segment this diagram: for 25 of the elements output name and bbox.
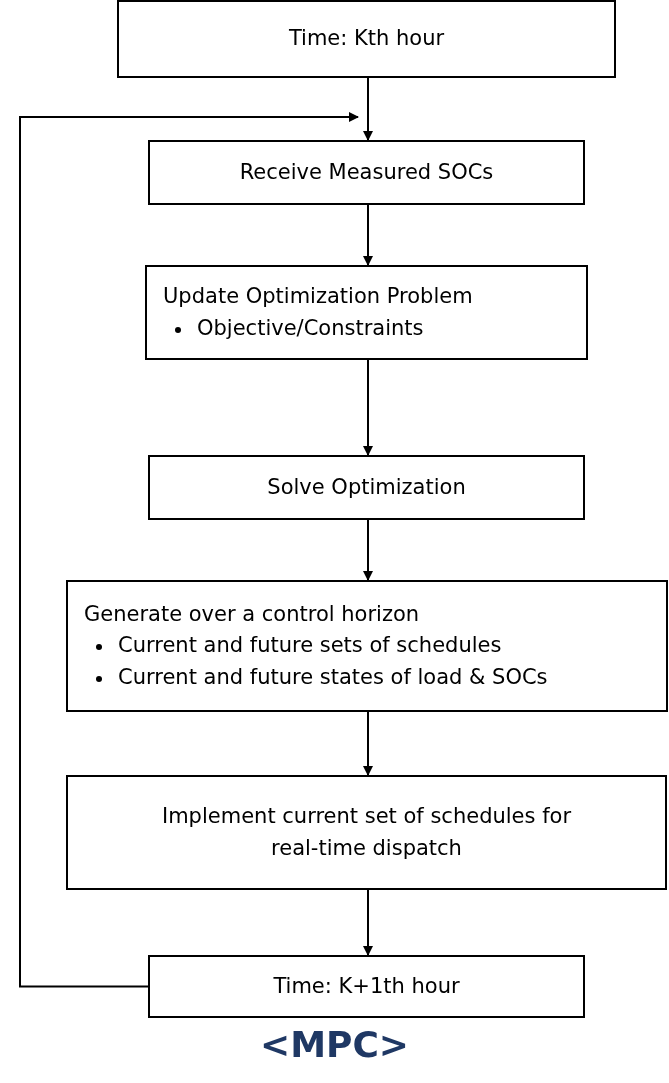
- box-text: Receive Measured SOCs: [239, 158, 494, 186]
- caption: <MPC>: [259, 1024, 410, 1065]
- arrow: [363, 359, 373, 456]
- process-box: [148, 955, 585, 1018]
- arrow: [363, 77, 373, 141]
- process-box: [66, 775, 667, 890]
- process-box: [145, 265, 588, 360]
- process-box: [148, 455, 585, 520]
- box-text: Time: K+1th hour: [273, 972, 460, 1000]
- box-text: Time: Kth hour: [288, 25, 445, 53]
- arrow: [363, 711, 373, 776]
- bullet-text: Objective/Constraints: [197, 315, 424, 340]
- process-box: [117, 0, 616, 78]
- process-box: [66, 580, 668, 712]
- box-text: Implement current set of schedules for real-time dispatch: [160, 803, 573, 862]
- arrow: [19, 112, 359, 988]
- bullet-text: Current and future states of load & SOCs: [118, 664, 548, 689]
- arrow: [363, 889, 373, 956]
- box-text: Update Optimization Problem: [163, 283, 474, 310]
- box-text: Generate over a control horizon: [84, 600, 421, 628]
- box-text: Solve Optimization: [267, 473, 466, 501]
- arrow: [363, 204, 373, 266]
- arrow: [363, 519, 373, 581]
- bullet-text: Current and future sets of schedules: [118, 633, 502, 658]
- process-box: [148, 140, 585, 205]
